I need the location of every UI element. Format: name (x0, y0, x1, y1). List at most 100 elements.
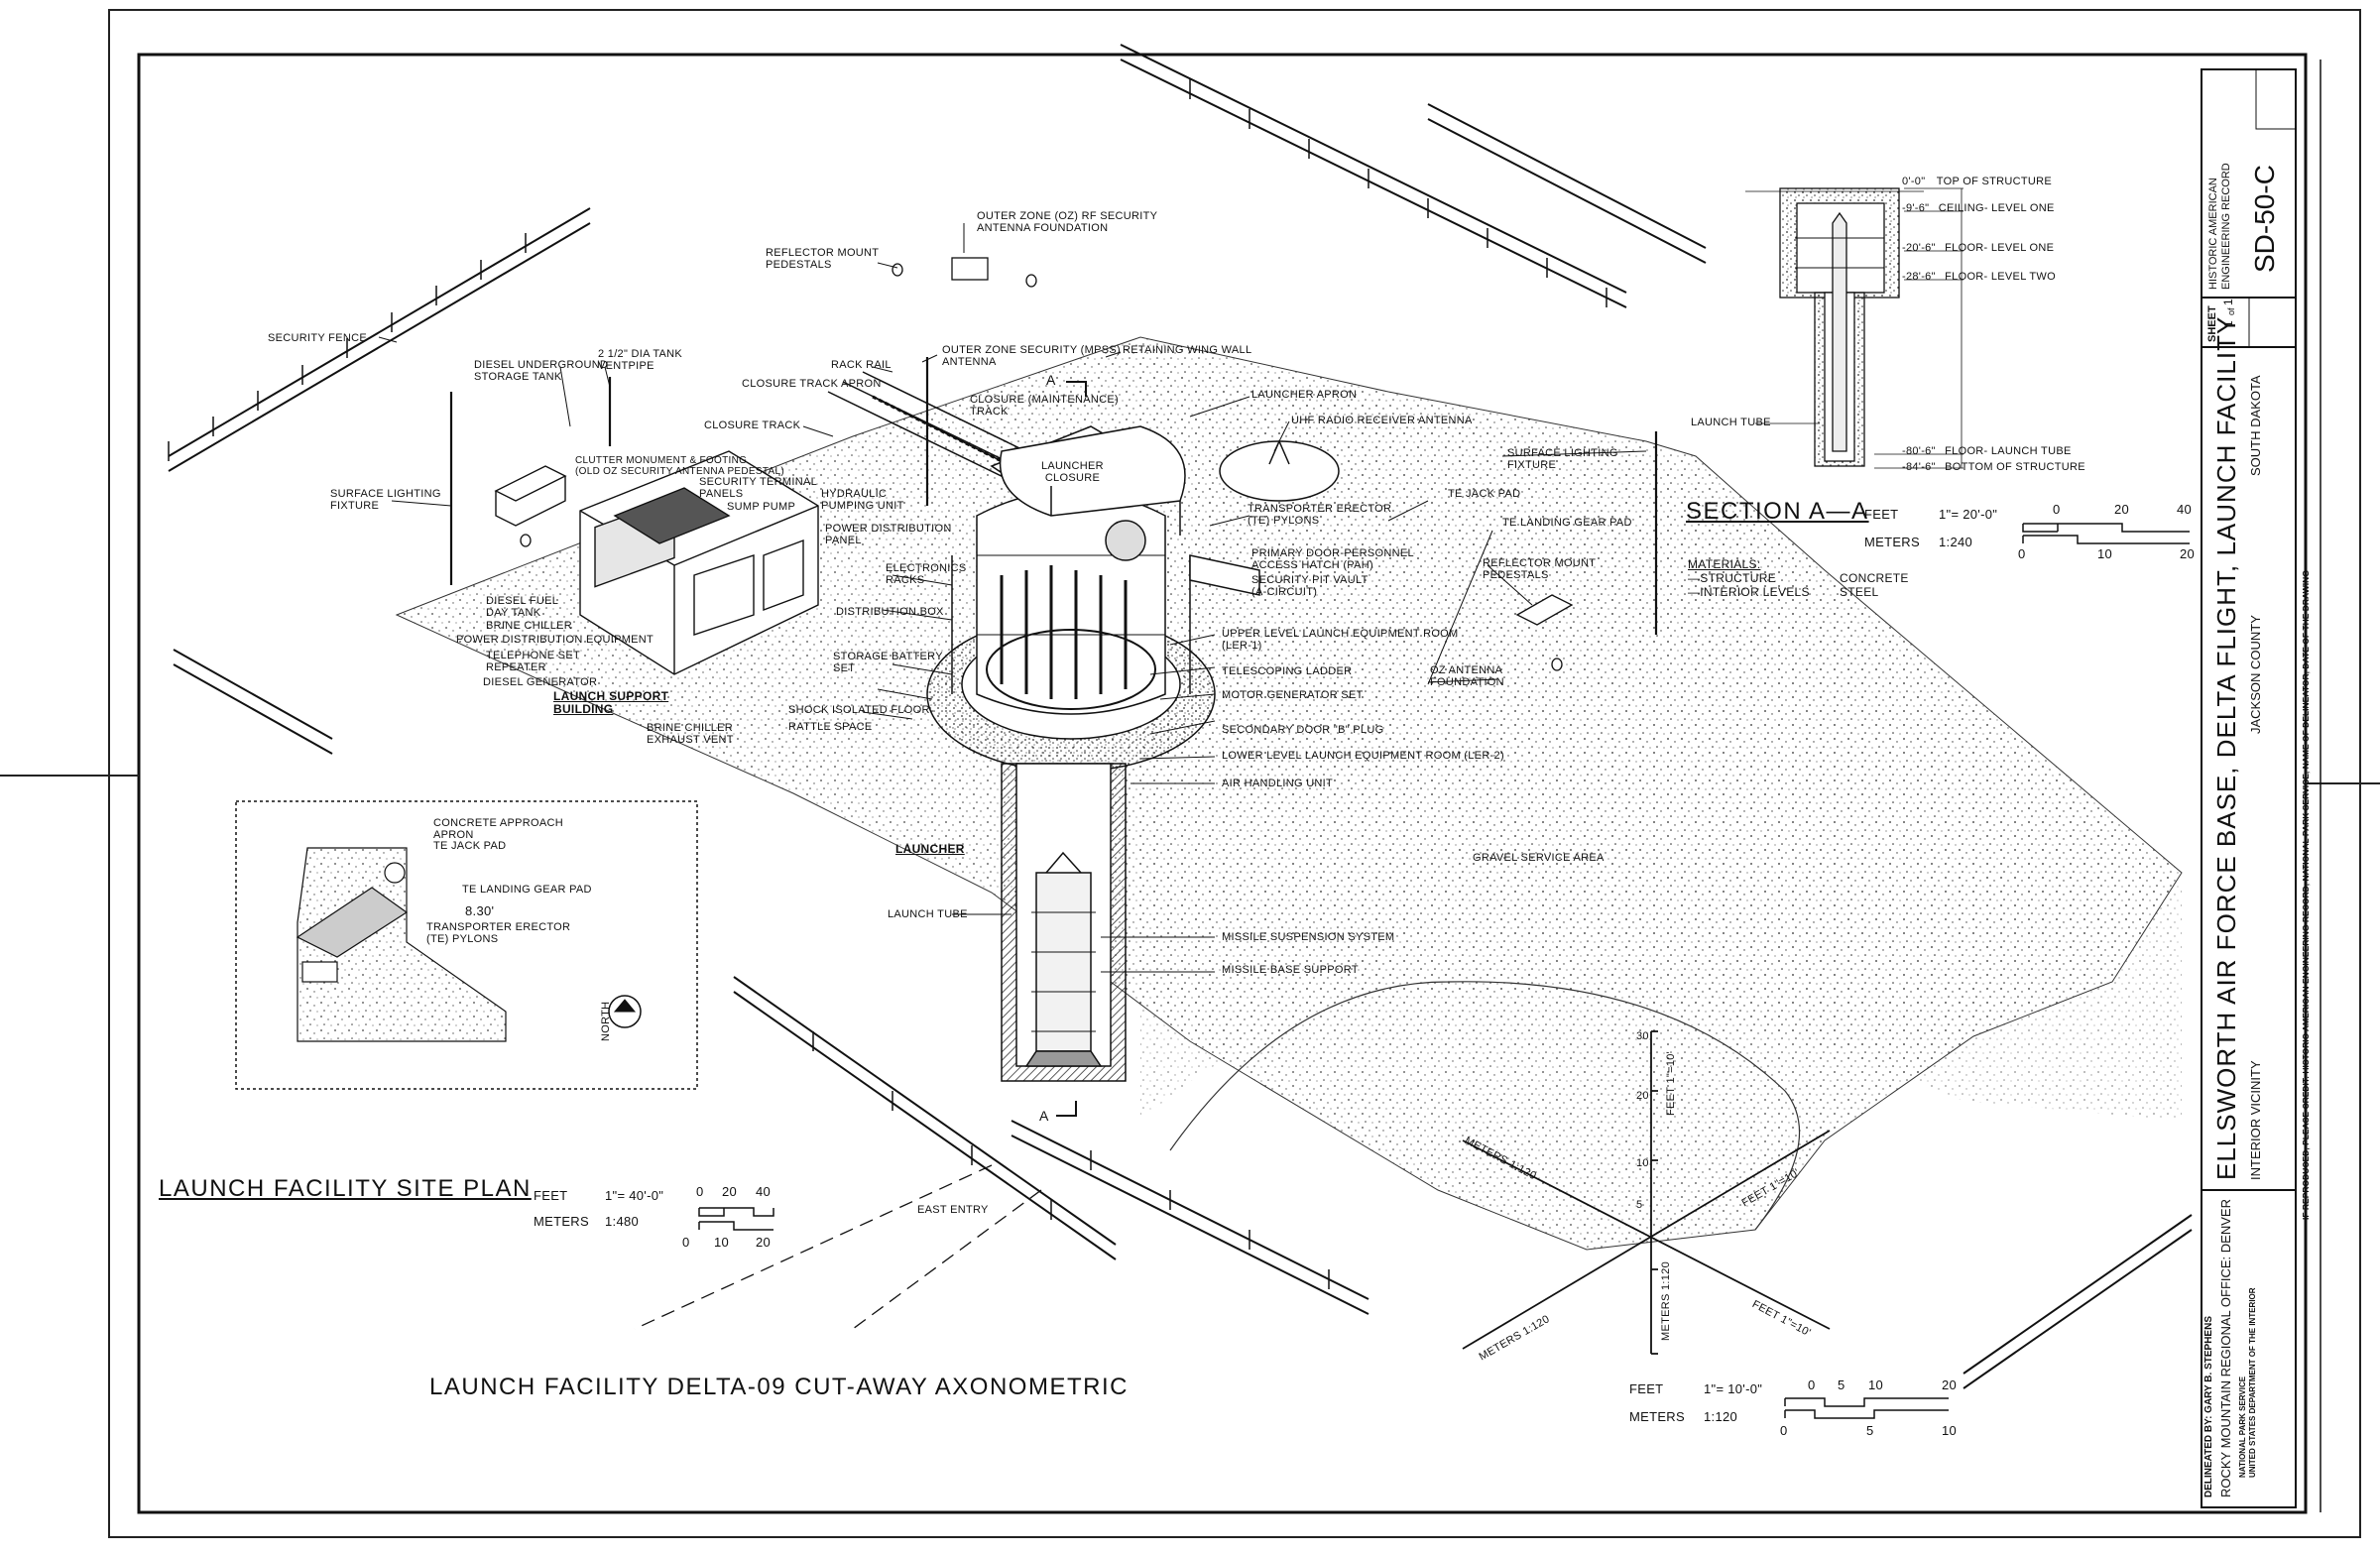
label-missile-susp: MISSILE SUSPENSION SYSTEM (1222, 931, 1395, 943)
label-brine-exhaust: BRINE CHILLER EXHAUST VENT (647, 722, 734, 746)
label-electronics-racks: ELECTRONICS RACKS (886, 562, 967, 586)
axo-m-tick-0: 0 (1780, 1423, 1788, 1438)
site-plan-inset (235, 800, 698, 1090)
label-outer-zone-rf: OUTER ZONE (OZ) RF SECURITY ANTENNA FOUN… (977, 210, 1158, 234)
label-shock-floor: SHOCK ISOLATED FLOOR (788, 704, 930, 716)
launch-support-building (494, 450, 819, 675)
label-section-mark-bottom: A (1039, 1108, 1049, 1124)
title-sheet-num: 1 (2221, 320, 2235, 327)
leader-lines (378, 223, 1647, 973)
title-state: SOUTH DAKOTA (2248, 375, 2263, 476)
title-record-no: SD-50-C (2249, 165, 2280, 273)
label-motor-gen: MOTOR GENERATOR SET (1222, 689, 1364, 701)
label-section-mark-top: A (1046, 372, 1056, 388)
scale-bars (698, 523, 2190, 1419)
site-ft-tick-2: 40 (756, 1184, 772, 1199)
site-m-tick-2: 20 (756, 1235, 772, 1250)
axo-ft-tick-0: 0 (1808, 1377, 1816, 1392)
section-m-tick-2: 20 (2180, 546, 2196, 561)
axonometric-title: LAUNCH FACILITY DELTA-09 CUT-AWAY AXONOM… (429, 1374, 1129, 1400)
label-telephone: TELEPHONE SET REPEATER (486, 650, 580, 673)
label-closure-track-apron: CLOSURE TRACK APRON (742, 378, 882, 390)
title-vicinity: INTERIOR VICINITY (2248, 1060, 2263, 1180)
site-m-tick-1: 10 (714, 1235, 730, 1250)
label-air-handling: AIR HANDLING UNIT (1222, 778, 1334, 789)
label-rack-rail: RACK RAIL (831, 359, 892, 371)
section-level-3: -28'-6" FLOOR- LEVEL TWO (1902, 271, 2056, 283)
label-brine-chiller: BRINE CHILLER (486, 620, 573, 632)
section-level-0: 0'-0" TOP OF STRUCTURE (1902, 176, 2052, 187)
section-feet-ratio: 1"= 20'-0" (1939, 507, 1998, 522)
label-lower-ler: LOWER LEVEL LAUNCH EQUIPMENT ROOM (LER-2… (1222, 750, 1504, 762)
label-security-terminal: SECURITY TERMINAL PANELS (699, 476, 817, 500)
site-feet-ratio: 1"= 40'-0" (605, 1188, 664, 1203)
site-north: NORTH (600, 1001, 612, 1041)
axo-meters-ratio: 1:120 (1704, 1409, 1738, 1424)
label-power-panel: POWER DISTRIBUTION PANEL (825, 523, 952, 546)
site-meters-label: METERS (534, 1214, 589, 1229)
title-credit: IF REPRODUCED, PLEASE CREDIT: HISTORIC A… (2301, 570, 2311, 1220)
launcher-structure (926, 425, 1260, 773)
site-m-tick-0: 0 (682, 1235, 690, 1250)
label-storage-battery: STORAGE BATTERY SET (833, 651, 943, 674)
iso-tick-30-top: 30 (1636, 1030, 1649, 1042)
title-delineator: DELINEATED BY: GARY B. STEPHENS (2203, 1316, 2214, 1497)
axo-meters-label: METERS (1629, 1409, 1685, 1424)
title-sheet-total: 1 (2221, 299, 2235, 305)
section-title: SECTION A—A (1686, 498, 1869, 525)
iso-meters-vertical: METERS 1:120 (1660, 1260, 1672, 1341)
label-closure-track: CLOSURE TRACK (704, 419, 801, 431)
axo-m-tick-1: 5 (1866, 1423, 1874, 1438)
label-clutter-monument: CLUTTER MONUMENT & FOOTING (OLD OZ SECUR… (575, 455, 784, 477)
iso-tick-10-top: 10 (1636, 1157, 1649, 1169)
axo-ft-tick-2: 10 (1868, 1377, 1884, 1392)
label-secondary-door: SECONDARY DOOR "B" PLUG (1222, 724, 1384, 736)
label-launcher: LAUNCHER (895, 842, 965, 856)
label-security-fence: SECURITY FENCE (268, 332, 367, 344)
site-te-landing: TE LANDING GEAR PAD (462, 884, 592, 896)
iso-feet-vertical: FEET 1"=10' (1665, 1050, 1677, 1116)
axo-ft-tick-1: 5 (1838, 1377, 1845, 1392)
iso-tick-20-top: 20 (1636, 1090, 1649, 1102)
label-diesel-gen: DIESEL GENERATOR (483, 676, 598, 688)
label-lsb: LAUNCH SUPPORT BUILDING (553, 689, 669, 716)
label-retaining-wall: RETAINING WING WALL (1123, 344, 1252, 356)
title-record: HISTORIC AMERICAN ENGINEERING RECORD (2207, 163, 2232, 290)
title-county: JACKSON COUNTY (2248, 615, 2263, 734)
section-ft-tick-1: 20 (2114, 502, 2130, 517)
lighting-fixtures (449, 357, 1658, 635)
label-ladder: TELESCOPING LADDER (1222, 665, 1353, 677)
label-upper-ler: UPPER LEVEL LAUNCH EQUIPMENT ROOM (LER-1… (1222, 628, 1459, 652)
axo-m-tick-2: 10 (1942, 1423, 1958, 1438)
label-te-landing: TE LANDING GEAR PAD (1502, 517, 1632, 529)
label-gravel: GRAVEL SERVICE AREA (1473, 852, 1605, 864)
section-ft-tick-2: 40 (2177, 502, 2193, 517)
section-level-4: -80'-6" FLOOR- LAUNCH TUBE (1902, 445, 2072, 457)
title-sheet-of: of (2226, 307, 2236, 315)
iso-scale-star (1462, 1030, 1831, 1355)
label-distribution-box: DISTRIBUTION BOX (836, 606, 944, 618)
title-office: ROCKY MOUNTAIN REGIONAL OFFICE: DENVER (2218, 1199, 2233, 1497)
label-hydraulic: HYDRAULIC PUMPING UNIT (821, 488, 904, 512)
uhf-antenna (1219, 439, 1340, 502)
label-east-entry: EAST ENTRY (917, 1204, 989, 1216)
label-primary-door: PRIMARY DOOR-PERSONNEL ACCESS HATCH (PAH… (1251, 547, 1414, 571)
label-launcher-closure: LAUNCHER CLOSURE (1041, 460, 1104, 484)
site-plan-title: LAUNCH FACILITY SITE PLAN (159, 1175, 532, 1202)
section-meters-label: METERS (1864, 535, 1920, 549)
label-te-jack-pad: TE JACK PAD (1448, 488, 1521, 500)
section-aa-drawing (1745, 187, 1964, 469)
label-te-pylons: TRANSPORTER ERECTOR (TE) PYLONS (1248, 503, 1392, 527)
axo-ft-tick-3: 20 (1942, 1377, 1958, 1392)
section-level-5: -84'-6" BOTTOM OF STRUCTURE (1902, 461, 2085, 473)
label-power-equip: POWER DISTRIBUTION EQUIPMENT (456, 634, 654, 646)
section-level-1: -9'-6" CEILING- LEVEL ONE (1902, 202, 2055, 214)
label-ventpipe: 2 1/2" DIA TANK VENTPIPE (598, 348, 683, 372)
title-project: ELLSWORTH AIR FORCE BASE, DELTA FLIGHT, … (2211, 315, 2241, 1180)
site-feet-label: FEET (534, 1188, 568, 1203)
site-ft-tick-0: 0 (696, 1184, 704, 1199)
section-feet-label: FEET (1864, 507, 1899, 522)
